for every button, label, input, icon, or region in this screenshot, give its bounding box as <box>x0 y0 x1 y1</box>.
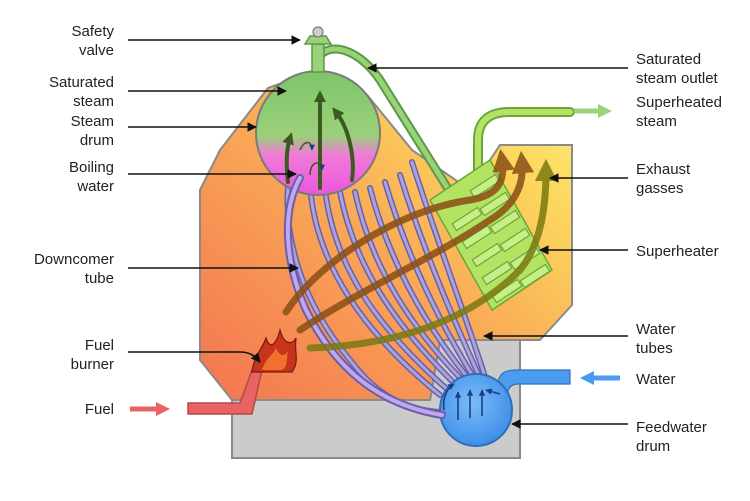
water-inflow-arrow <box>580 371 620 385</box>
exhaust-gas-paths <box>282 148 558 352</box>
feedwater-drum <box>439 373 513 447</box>
label-water: Water <box>636 371 676 388</box>
leader-lines <box>128 35 628 429</box>
fuel-burner-flame <box>251 327 297 373</box>
fuel-inflow-arrow <box>130 402 170 416</box>
feedwater-flow-arrows <box>442 383 501 420</box>
water-tubes-highlight <box>286 160 488 414</box>
safety-valve <box>303 26 333 73</box>
superheated-steam-outflow-arrow <box>574 104 612 118</box>
feedwater-inlet-pipe <box>497 369 571 394</box>
label-fuel: Fuel <box>84 401 114 418</box>
label-superheater: Superheater <box>636 243 719 260</box>
